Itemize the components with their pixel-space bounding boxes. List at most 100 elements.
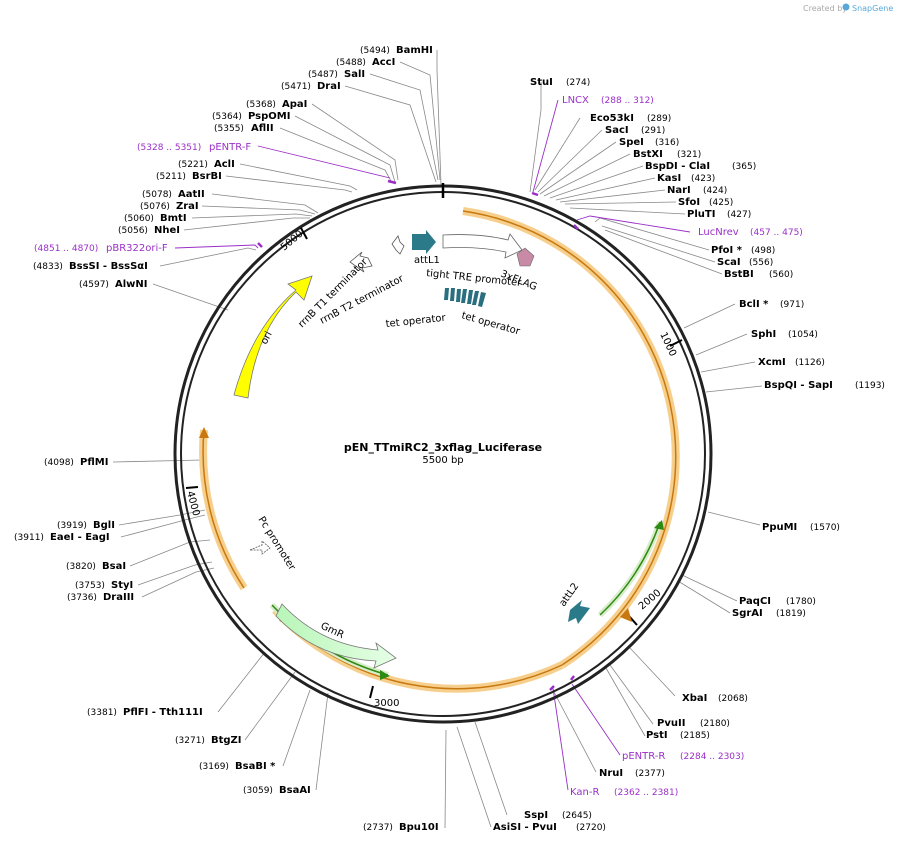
gmr-feature (275, 603, 397, 669)
site-label: PflMI (80, 457, 108, 468)
site-pos: (4098) (44, 458, 74, 468)
site-pos: (5078) (142, 190, 172, 200)
site-pos: (1126) (795, 358, 825, 368)
primer-pos: (457 .. 475) (750, 228, 803, 238)
site-label: AccI (372, 57, 395, 68)
plasmid-name: pEN_TTmiRC2_3xflag_Luciferase (344, 441, 542, 454)
site-pos: (5076) (140, 202, 170, 212)
site-label: BsrBI (192, 171, 222, 182)
site-pos: (5368) (246, 100, 276, 110)
site-pos: (2645) (562, 811, 592, 821)
primer-ticks (257, 179, 579, 691)
site-pos: (2185) (680, 731, 710, 741)
site-label: NheI (154, 225, 180, 236)
primer-label: pENTR-R (622, 751, 665, 762)
credit-prefix: Created by (803, 4, 847, 13)
site-label: PfoI * (711, 245, 743, 256)
site-pos: (2180) (700, 719, 730, 729)
site-pos: (425) (709, 198, 733, 208)
3xflag-feature (516, 247, 535, 267)
site-pos: (5221) (178, 160, 208, 170)
snapgene-logo-icon (842, 3, 850, 11)
site-label: PspOMI (248, 111, 290, 122)
tet-operator-2-label: tet operator (460, 310, 522, 337)
leader-lines-left (112, 50, 447, 829)
site-pos: (424) (703, 186, 727, 196)
site-label: BglI (93, 520, 115, 531)
ori-label: ori (259, 330, 275, 347)
site-pos: (1780) (786, 597, 816, 607)
credit-brand: SnapGene (852, 4, 893, 13)
site-label: SphI (751, 329, 776, 340)
site-pos: (4597) (79, 280, 109, 290)
site-pos: (4833) (33, 262, 63, 272)
site-label: PstI (646, 730, 668, 741)
rrnb-t1-terminator-icon (349, 251, 373, 273)
site-pos: (3753) (75, 581, 105, 591)
site-label: NruI (599, 768, 623, 779)
site-label: AsiSI - PvuI (493, 822, 557, 833)
site-pos: (971) (780, 300, 804, 310)
site-label: EaeI - EagI (50, 532, 110, 543)
site-label: AatII (178, 189, 205, 200)
site-label: KasI (657, 173, 681, 184)
attl1-label: attL1 (414, 255, 440, 266)
site-label: ScaI (717, 257, 741, 268)
site-label: ZraI (176, 201, 199, 212)
primer-label: pBR322ori-F (106, 243, 168, 254)
site-label: BspDI - ClaI (645, 161, 710, 172)
primer-pos: (4851 .. 4870) (34, 244, 98, 254)
site-pos: (2720) (576, 823, 606, 833)
ori-feature (233, 275, 313, 399)
green-arc-right-arrowhead-icon (654, 520, 664, 530)
site-pos: (1570) (810, 523, 840, 533)
site-label: SfoI (678, 197, 700, 208)
site-pos: (3911) (14, 533, 44, 543)
site-pos: (3059) (243, 786, 273, 796)
left-orf-line (202, 429, 245, 589)
site-pos: (3381) (87, 708, 117, 718)
restriction-sites-left: (5494) BamHI (5488) AccI (5487) SalI (54… (14, 45, 439, 833)
site-pos: (560) (769, 270, 793, 280)
site-pos: (2737) (363, 823, 393, 833)
site-label: SspI (524, 810, 548, 821)
site-label: BsaI (102, 561, 126, 572)
primer-pos: (2284 .. 2303) (680, 752, 744, 762)
site-label: AclI (214, 159, 235, 170)
site-pos: (423) (691, 174, 715, 184)
site-pos: (2377) (635, 769, 665, 779)
site-label: SalI (344, 69, 365, 80)
primer-pos: (288 .. 312) (601, 96, 654, 106)
site-pos: (5355) (214, 124, 244, 134)
site-pos: (5364) (212, 112, 242, 122)
site-pos: (5488) (336, 58, 366, 68)
pc-promoter-label: Pc promoter (255, 515, 297, 573)
lower-orf-highlight (272, 607, 564, 693)
site-pos: (1193) (855, 381, 885, 391)
site-label: XbaI (682, 693, 707, 704)
luciferase-arrowhead-icon (620, 608, 632, 622)
3xflag-label: 3xFLAG (499, 269, 539, 294)
tick-label-3000: 3000 (374, 698, 399, 709)
site-label: BmtI (160, 213, 187, 224)
tre-promoter-feature (442, 233, 523, 259)
site-pos: (3736) (67, 593, 97, 603)
site-label: BclI * (739, 299, 769, 310)
green-arc-bottom-arrowhead-icon (380, 670, 390, 680)
site-label: StuI (530, 77, 553, 88)
site-label: BsaAI (279, 785, 311, 796)
primer-pos: (2362 .. 2381) (614, 788, 678, 798)
site-label: Bpu10I (399, 822, 439, 833)
primer-labels: LNCX (288 .. 312) LucNrev (457 .. 475) p… (34, 95, 803, 798)
primer-label: LNCX (562, 95, 589, 106)
site-pos: (3820) (66, 562, 96, 572)
site-label: AflII (251, 123, 274, 134)
site-pos: (3271) (175, 736, 205, 746)
site-label: PflFI - Tth111I (123, 707, 203, 718)
site-pos: (3169) (199, 762, 229, 772)
attl1-feature (412, 230, 436, 254)
backbone-outer (173, 184, 713, 724)
pc-promoter-icon (249, 540, 271, 555)
site-pos: (5060) (124, 214, 154, 224)
